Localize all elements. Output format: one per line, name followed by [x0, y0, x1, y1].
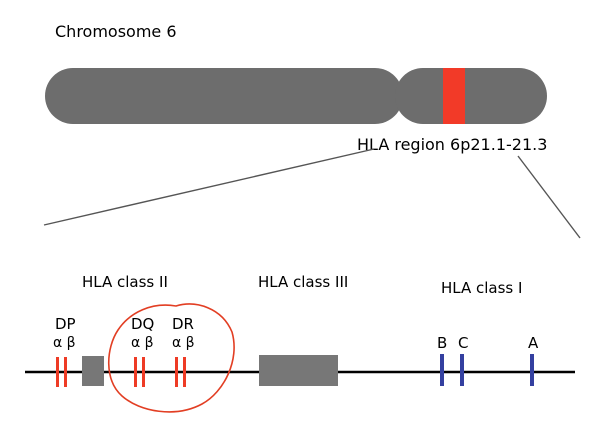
- subunits-dr: α β: [172, 335, 195, 351]
- dq-alpha-bar: [134, 357, 137, 387]
- gene-a-bar: [530, 354, 534, 386]
- subunits-dq: α β: [131, 335, 154, 351]
- gene-b-bar: [440, 354, 444, 386]
- gene-label-c: C: [458, 334, 468, 352]
- hla-region-highlight: [443, 68, 465, 124]
- dr-alpha-bar: [175, 357, 178, 387]
- subunits-dp: α β: [53, 335, 76, 351]
- dq-beta-bar: [142, 357, 145, 387]
- chromosome-long-arm: [395, 68, 547, 124]
- gene-label-dp: DP: [55, 315, 76, 333]
- gene-label-dq: DQ: [131, 315, 154, 333]
- hla-class-ii-label: HLA class II: [82, 273, 168, 291]
- gene-block-class-ii: [82, 356, 104, 386]
- chromosome-short-arm: [45, 68, 403, 124]
- gene-label-b: B: [437, 334, 447, 352]
- hla-class-i-label: HLA class I: [441, 279, 522, 297]
- dp-beta-bar: [64, 357, 67, 387]
- zoom-line-left: [43, 148, 375, 226]
- gene-label-dr: DR: [172, 315, 194, 333]
- hla-class-iii-label: HLA class III: [258, 273, 348, 291]
- gene-label-a: A: [528, 334, 539, 352]
- hla-region-label: HLA region 6p21.1-21.3: [357, 135, 547, 154]
- dp-alpha-bar: [56, 357, 59, 387]
- dr-beta-bar: [183, 357, 186, 387]
- dq-dr-highlight-circle: [108, 303, 235, 413]
- gene-block-class-iii: [259, 355, 338, 386]
- chromosome-title: Chromosome 6: [55, 22, 177, 41]
- gene-c-bar: [460, 354, 464, 386]
- zoom-line-right: [517, 155, 581, 239]
